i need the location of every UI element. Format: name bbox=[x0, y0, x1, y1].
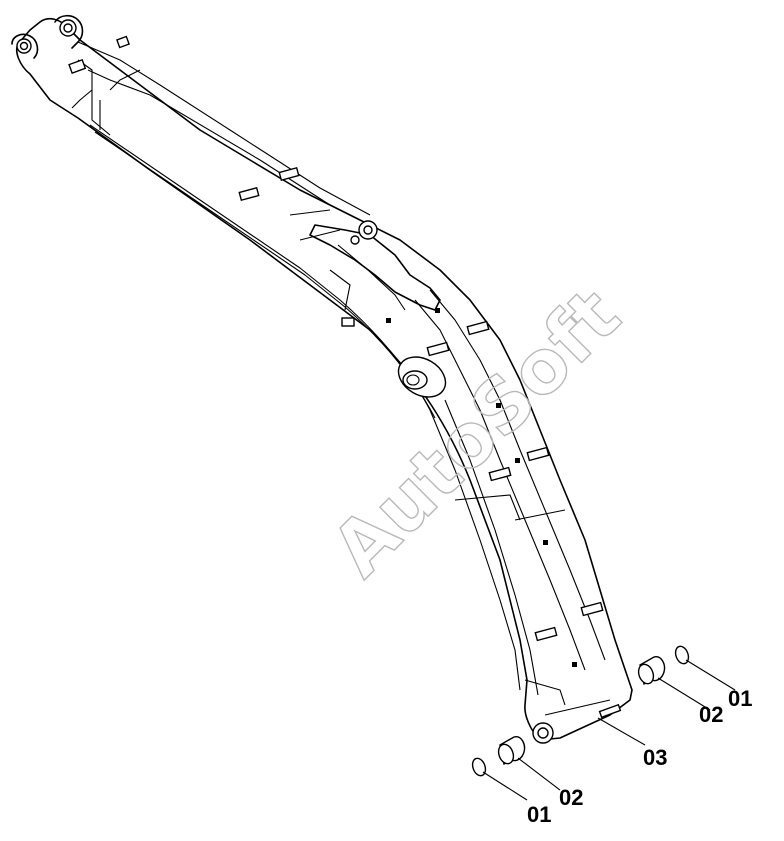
callout-bushing-bottom: 02 bbox=[559, 785, 583, 810]
arm-body bbox=[11, 14, 633, 744]
leader-lines bbox=[482, 659, 736, 801]
callout-pin-top: 01 bbox=[728, 686, 752, 711]
bracket bbox=[309, 220, 441, 311]
pin-top bbox=[674, 645, 690, 665]
watermark-text: AutoSoft bbox=[316, 272, 637, 593]
pin-bottom bbox=[471, 757, 487, 777]
pipe-clips bbox=[68, 35, 604, 667]
callout-arm: 03 bbox=[643, 745, 667, 770]
bushing-bottom bbox=[497, 736, 526, 766]
boss-plate bbox=[397, 356, 447, 398]
callout-pin-bottom: 01 bbox=[527, 802, 551, 827]
bushing-top bbox=[637, 656, 666, 686]
callout-bushing-top: 02 bbox=[699, 702, 723, 727]
